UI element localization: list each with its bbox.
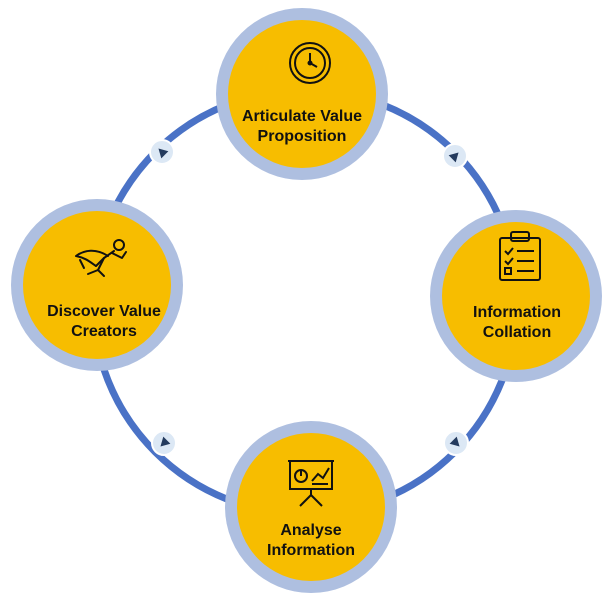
node-articulate-value-proposition (216, 8, 388, 180)
label-line: Information (267, 542, 355, 559)
arrow-bottom-right (443, 430, 469, 456)
arrow-bottom-left (151, 430, 177, 456)
label-line: Discover Value (47, 303, 161, 320)
label-line: Proposition (257, 128, 347, 145)
arrow-top-right (442, 143, 468, 169)
node-discover-value-creators (11, 199, 183, 371)
label-line: Information (473, 304, 561, 321)
arrow-top-left (149, 139, 175, 165)
node-information-collation (430, 210, 602, 382)
label-analyse-information: Analyse Information (231, 521, 391, 561)
flying-superhero-icon (75, 239, 127, 277)
label-articulate-value-proposition: Articulate Value Proposition (222, 107, 382, 147)
label-line: Collation (482, 324, 552, 341)
label-information-collation: Information Collation (437, 303, 597, 343)
clipboard-checklist-icon (499, 231, 541, 281)
clock-icon (289, 42, 331, 84)
node-analyse-information (225, 421, 397, 593)
label-line: Analyse (280, 522, 342, 539)
label-discover-value-creators: Discover Value Creators (24, 302, 184, 342)
label-line: Articulate Value (241, 108, 363, 125)
presentation-chart-icon (288, 460, 334, 507)
label-line: Creators (71, 323, 137, 340)
